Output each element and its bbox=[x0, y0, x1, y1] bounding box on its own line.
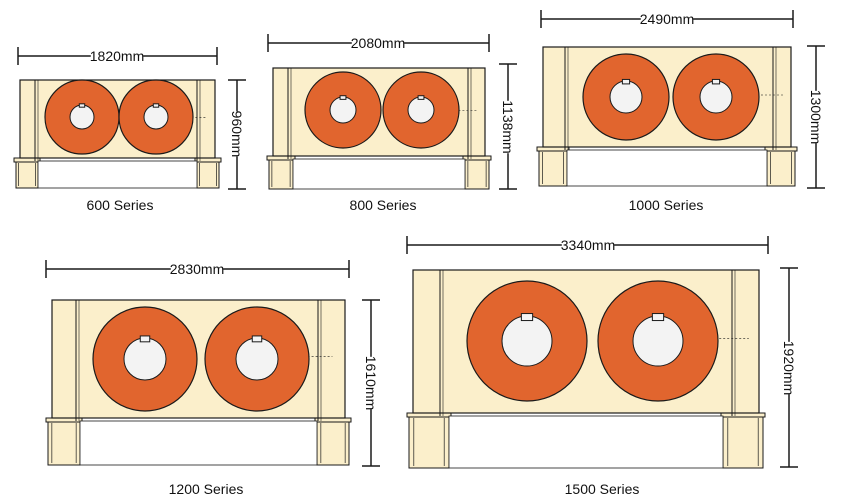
series-label: 1000 Series bbox=[629, 197, 704, 213]
rotor-hub-1000-a-keyway bbox=[621, 78, 631, 85]
base-gap-1200 bbox=[79, 420, 318, 466]
width-dimension-label: 3340mm bbox=[561, 237, 615, 253]
rotor-hub-1200-a-keyway bbox=[139, 335, 151, 343]
rotor-hub-1500-a-keyway bbox=[520, 313, 534, 322]
series-label: 1200 Series bbox=[169, 481, 244, 497]
base-block-right-800 bbox=[464, 158, 490, 190]
base-cap-left-600 bbox=[13, 157, 41, 163]
rotor-hub-1000-a bbox=[609, 80, 643, 114]
rotor-hub-1000-b bbox=[699, 80, 733, 114]
unit-1000-series: 2490mm 1300mm 1000 Series bbox=[536, 10, 825, 213]
unit-1500-series: 3340mm 1920mm 1500 Series bbox=[406, 236, 798, 497]
rotor-hub-800-b bbox=[407, 96, 435, 124]
rotor-hub-1500-a bbox=[501, 315, 553, 367]
width-dimension-label: 2830mm bbox=[170, 261, 224, 277]
base-gap-1000 bbox=[566, 149, 768, 187]
unit-1200-series: 2830mm 1610mm 1200 Series bbox=[45, 260, 380, 497]
rotor-hub-600-b-keyway bbox=[152, 103, 160, 108]
base-block-left-1000 bbox=[538, 149, 568, 187]
base-block-left-1500 bbox=[408, 415, 450, 469]
height-dimension-label: 1920mm bbox=[781, 341, 797, 395]
base-block-left-1200 bbox=[47, 420, 81, 466]
rotor-hub-600-a bbox=[69, 104, 95, 130]
base-gap-600 bbox=[37, 160, 198, 189]
rotor-hub-1200-b-keyway bbox=[251, 335, 263, 343]
base-block-right-1000 bbox=[766, 149, 796, 187]
base-block-left-800 bbox=[268, 158, 294, 190]
base-cap-left-1000 bbox=[536, 146, 570, 152]
base-cap-left-1200 bbox=[45, 417, 83, 423]
base-block-right-600 bbox=[196, 160, 220, 189]
width-dimension-label: 2490mm bbox=[640, 11, 694, 27]
height-dimension-label: 1138mm bbox=[500, 100, 516, 153]
unit-800-series: 2080mm 1138mm 800 Series bbox=[266, 34, 517, 213]
series-label: 600 Series bbox=[87, 197, 154, 213]
base-gap-1500 bbox=[448, 415, 724, 469]
width-dimension-label: 1820mm bbox=[90, 48, 144, 64]
base-block-left-600 bbox=[15, 160, 39, 189]
rotor-hub-800-a bbox=[329, 96, 357, 124]
base-block-right-1500 bbox=[722, 415, 764, 469]
rotor-hub-1500-b bbox=[632, 315, 684, 367]
series-label: 1500 Series bbox=[565, 481, 640, 497]
rotor-hub-1200-a bbox=[123, 337, 167, 381]
width-dimension-label: 2080mm bbox=[351, 35, 405, 51]
base-cap-right-1000 bbox=[764, 146, 798, 152]
base-gap-800 bbox=[292, 158, 466, 190]
rotor-hub-800-b-keyway bbox=[417, 95, 425, 100]
rotor-hub-1500-b-keyway bbox=[651, 313, 665, 322]
base-cap-right-1200 bbox=[314, 417, 352, 423]
height-dimension-label: 960mm bbox=[229, 111, 245, 158]
height-dimension-label: 1610mm bbox=[363, 356, 379, 410]
unit-600-series: 1820mm 960mm 600 Series bbox=[13, 47, 246, 213]
base-cap-right-1500 bbox=[720, 412, 766, 418]
base-cap-left-1500 bbox=[406, 412, 452, 418]
base-block-right-1200 bbox=[316, 420, 350, 466]
rotor-hub-1200-b bbox=[235, 337, 279, 381]
series-label: 800 Series bbox=[350, 197, 417, 213]
base-cap-right-600 bbox=[194, 157, 222, 163]
rotor-hub-600-a-keyway bbox=[78, 103, 86, 108]
rotor-hub-600-b bbox=[143, 104, 169, 130]
rotor-hub-1000-b-keyway bbox=[711, 78, 721, 85]
rotor-hub-800-a-keyway bbox=[339, 95, 347, 100]
base-cap-right-800 bbox=[462, 155, 492, 161]
height-dimension-label: 1300mm bbox=[808, 90, 824, 144]
